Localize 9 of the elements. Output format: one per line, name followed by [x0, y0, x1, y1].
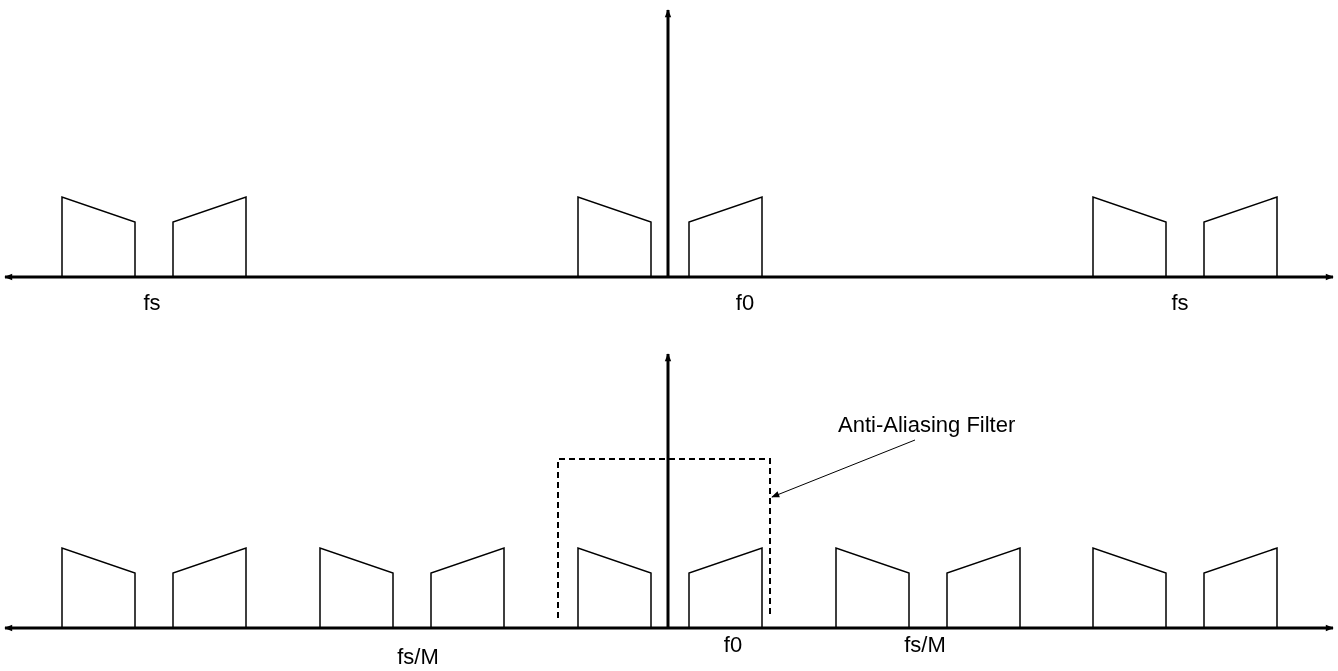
frequency-label: fs/M: [904, 632, 946, 658]
leader-line: [771, 439, 916, 498]
frequency-label: f0: [723, 632, 743, 658]
filter-label: Anti-Aliasing Filter: [838, 412, 1016, 438]
frequency-label: fs: [1171, 290, 1189, 316]
frequency-label: fs/M: [397, 644, 439, 670]
filter-outline: [557, 458, 771, 618]
frequency-label: f0: [735, 290, 755, 316]
frequency-label: fs: [143, 290, 161, 316]
